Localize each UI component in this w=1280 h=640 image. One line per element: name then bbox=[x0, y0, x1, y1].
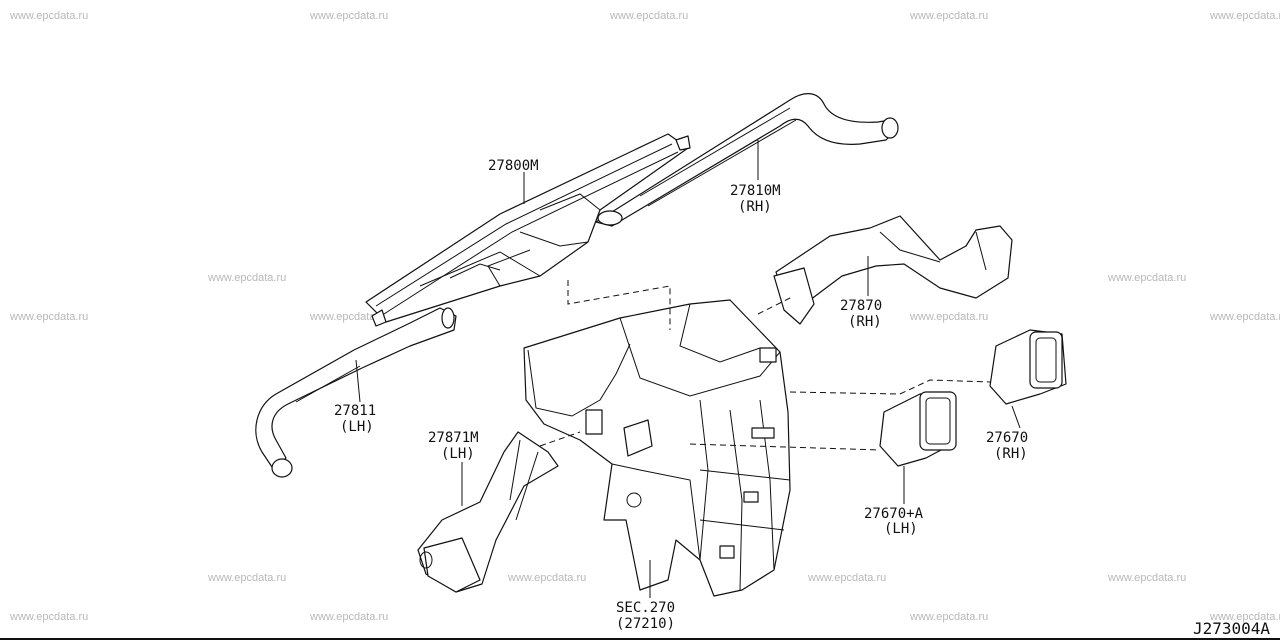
duct-27870 bbox=[773, 215, 1013, 325]
leader-27670 bbox=[1011, 405, 1021, 429]
part-label-27870: 27870 bbox=[840, 298, 883, 314]
watermark: www.epcdata.ru bbox=[1108, 572, 1187, 584]
vent-27670a bbox=[879, 391, 957, 467]
defroster-nozzle-27800m bbox=[365, 133, 691, 327]
watermark: www.epcdata.ru bbox=[10, 611, 89, 623]
heater-unit bbox=[523, 299, 791, 597]
part-label-27800m: 27800M bbox=[488, 158, 539, 174]
dash-line-27870 bbox=[757, 297, 791, 315]
dash-line-27670a bbox=[689, 443, 881, 451]
part-label-27811: 27811 bbox=[334, 403, 377, 419]
watermark: www.epcdata.ru bbox=[10, 311, 89, 323]
part-side-27871m: (LH) bbox=[441, 446, 475, 462]
part-side-27810m: (RH) bbox=[738, 199, 772, 215]
dash-line-defroster bbox=[567, 280, 671, 330]
watermark: www.epcdata.ru bbox=[610, 10, 689, 22]
watermark: www.epcdata.ru bbox=[508, 572, 587, 584]
diagram-code: J273004A bbox=[1192, 619, 1270, 638]
bottom-divider bbox=[0, 638, 1280, 640]
duct-27811 bbox=[255, 307, 457, 478]
section-ref: SEC.270 bbox=[616, 600, 676, 616]
dash-line-27871m bbox=[539, 431, 581, 447]
part-label-27670a: 27670+A bbox=[864, 506, 924, 522]
part-side-27870: (RH) bbox=[848, 314, 882, 330]
section-sub: (27210) bbox=[616, 616, 676, 632]
watermark: www.epcdata.ru bbox=[208, 272, 287, 284]
leader-27811 bbox=[355, 359, 361, 403]
duct-27871m bbox=[417, 431, 559, 593]
part-label-27670: 27670 bbox=[986, 430, 1029, 446]
part-side-27670: (RH) bbox=[994, 446, 1028, 462]
watermark: www.epcdata.ru bbox=[808, 572, 887, 584]
watermark: www.epcdata.ru bbox=[10, 10, 89, 22]
part-side-27670a: (LH) bbox=[884, 521, 918, 537]
watermark: www.epcdata.ru bbox=[310, 10, 389, 22]
watermark: www.epcdata.ru bbox=[310, 611, 389, 623]
watermark: www.epcdata.ru bbox=[1210, 311, 1280, 323]
watermark: www.epcdata.ru bbox=[910, 311, 989, 323]
part-label-27871m: 27871M bbox=[428, 430, 479, 446]
part-side-27811: (LH) bbox=[340, 419, 374, 435]
watermark: www.epcdata.ru bbox=[910, 10, 989, 22]
watermark: www.epcdata.ru bbox=[310, 311, 389, 323]
watermark: www.epcdata.ru bbox=[1108, 272, 1187, 284]
part-label-27810m: 27810M bbox=[730, 183, 781, 199]
watermark: www.epcdata.ru bbox=[1210, 10, 1280, 22]
dash-line-27670 bbox=[789, 379, 991, 395]
vent-27670 bbox=[989, 329, 1067, 405]
watermark: www.epcdata.ru bbox=[910, 611, 989, 623]
watermark: www.epcdata.ru bbox=[208, 572, 287, 584]
watermark: www.epcdata.ru bbox=[1210, 611, 1280, 623]
duct-27810m bbox=[595, 93, 899, 227]
